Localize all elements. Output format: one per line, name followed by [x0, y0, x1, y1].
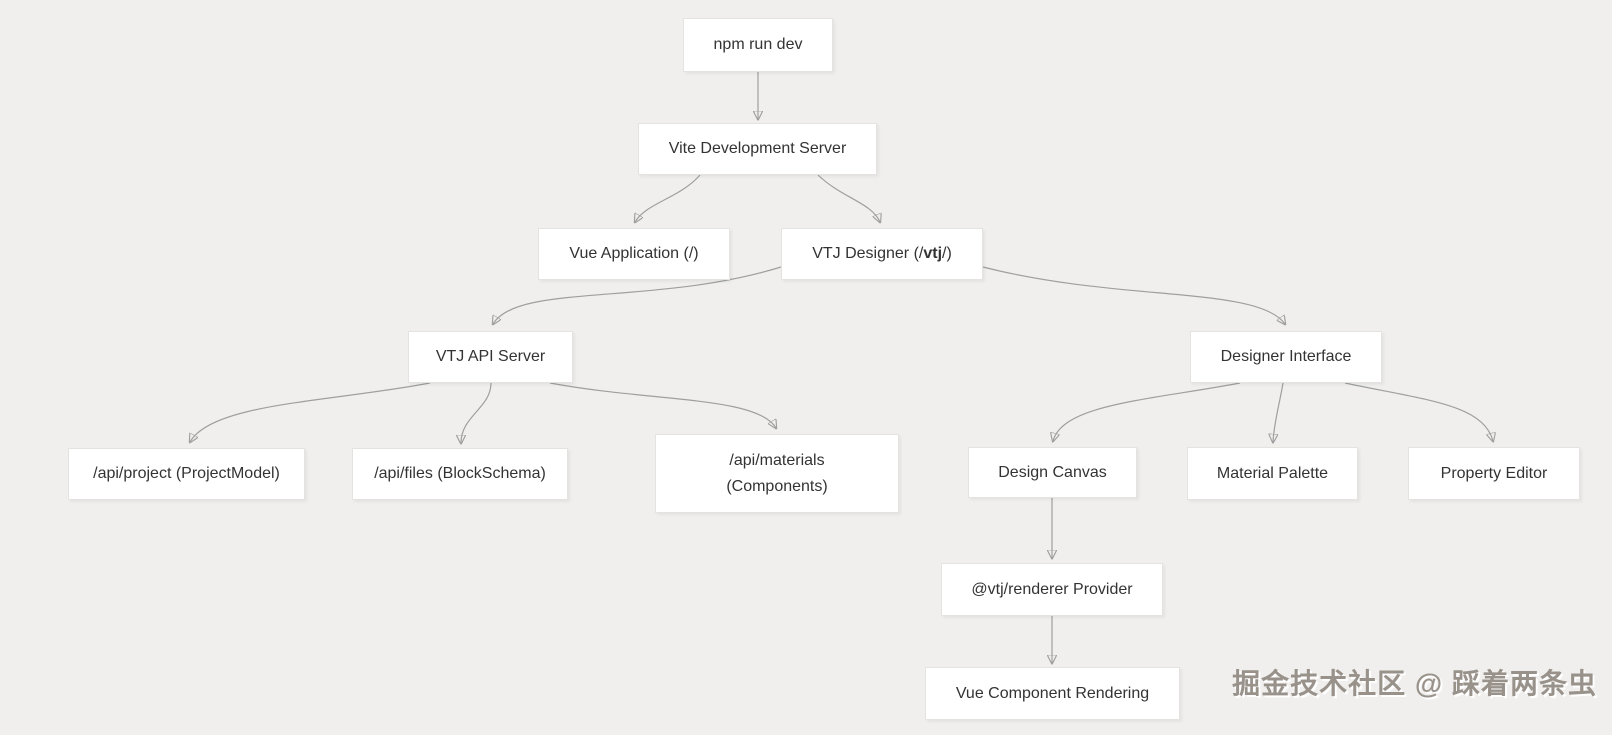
- node-label: Property Editor: [1440, 464, 1548, 482]
- node-label: Vue Component Rendering: [955, 684, 1150, 702]
- node-label: npm run dev: [713, 36, 803, 53]
- edge-vtj-designer-to-vtj-api-server: [493, 266, 782, 324]
- node-designer-interface: Designer Interface: [1190, 331, 1382, 383]
- node-npm-run-dev: npm run dev: [683, 18, 833, 72]
- node-label: Vue Application (/): [569, 245, 699, 262]
- edge-vite-dev-server-to-vtj-designer: [817, 174, 880, 222]
- edge-vtj-api-server-to-api-files: [461, 382, 492, 443]
- node-label: VTJ API Server: [435, 348, 546, 365]
- edge-designer-interface-to-property-editor: [1344, 382, 1493, 441]
- node-design-canvas: Design Canvas: [968, 447, 1137, 498]
- node-label: Design Canvas: [998, 463, 1107, 481]
- node-label-bold: vtj: [923, 245, 943, 262]
- node-label: Designer Interface: [1220, 348, 1352, 365]
- node-label: /api/files (BlockSchema): [374, 465, 546, 482]
- node-renderer-provider: @vtj/renderer Provider: [941, 563, 1163, 616]
- watermark: 掘金技术社区 @ 踩着两条虫: [1232, 668, 1597, 699]
- node-label: @vtj/renderer Provider: [971, 580, 1133, 598]
- node-vite-dev-server: Vite Development Server: [638, 123, 877, 175]
- node-vue-application: Vue Application (/): [538, 228, 730, 280]
- node-vtj-api-server: VTJ API Server: [408, 331, 573, 383]
- node-vue-component-rendering: Vue Component Rendering: [925, 667, 1180, 720]
- node-label: Material Palette: [1216, 464, 1329, 482]
- node-label: Vite Development Server: [668, 140, 847, 157]
- node-vtj-designer: VTJ Designer (/vtj/): [781, 228, 983, 280]
- node-label-line2: (Components): [726, 477, 828, 495]
- node-label-line1: /api/materials: [729, 451, 825, 469]
- node-label: /api/project (ProjectModel): [93, 465, 280, 482]
- node-api-project: /api/project (ProjectModel): [68, 448, 305, 500]
- edge-vtj-api-server-to-api-materials: [549, 382, 776, 428]
- node-property-editor: Property Editor: [1408, 447, 1580, 500]
- node-api-files: /api/files (BlockSchema): [352, 448, 568, 500]
- edge-designer-interface-to-design-canvas: [1053, 382, 1241, 441]
- node-api-materials: /api/materials (Components): [655, 434, 899, 513]
- edge-vtj-api-server-to-api-project: [190, 382, 431, 442]
- edge-vite-dev-server-to-vue-application: [635, 174, 701, 222]
- edge-designer-interface-to-material-palette: [1273, 382, 1284, 442]
- edge-vtj-designer-to-designer-interface: [982, 266, 1285, 324]
- node-material-palette: Material Palette: [1187, 447, 1358, 500]
- node-label: VTJ Designer (/vtj/): [812, 245, 952, 262]
